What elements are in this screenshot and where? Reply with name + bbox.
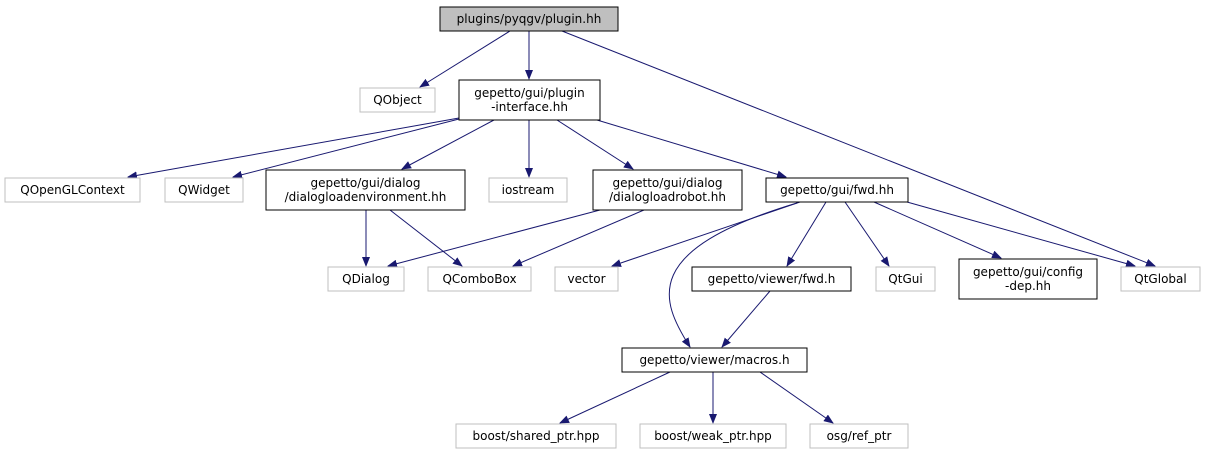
node-box	[265, 169, 466, 211]
node-box	[554, 266, 619, 292]
node-qcombobox: QComboBox	[427, 266, 532, 292]
node-label: /dialogloadrobot.hh	[609, 190, 726, 204]
node-label: QWidget	[178, 183, 230, 197]
node-box	[488, 177, 568, 203]
node-qopenglcontext: QOpenGLContext	[4, 177, 141, 203]
edge-viewer-macros-to-ref-ptr	[759, 371, 834, 424]
node-label: gepetto/viewer/fwd.h	[708, 272, 836, 286]
node-label: QOpenGLContext	[20, 183, 125, 197]
node-label: iostream	[502, 183, 555, 197]
node-box	[691, 266, 852, 292]
node-box	[639, 423, 787, 449]
node-label: gepetto/viewer/macros.h	[639, 353, 789, 367]
node-label: plugins/pyqgv/plugin.hh	[457, 12, 602, 26]
node-gui-fwd[interactable]: gepetto/gui/fwd.hh	[765, 177, 909, 203]
node-qtglobal: QtGlobal	[1120, 266, 1201, 292]
edge-viewer-macros-to-shared-ptr	[559, 371, 671, 424]
edge-gui-fwd-to-qtglobal	[906, 201, 1136, 268]
node-root: plugins/pyqgv/plugin.hh	[439, 6, 619, 32]
edge-dialogloadenvironment-to-qcombobox	[389, 209, 463, 267]
node-box	[958, 258, 1098, 300]
node-label: QComboBox	[442, 272, 516, 286]
node-box	[455, 423, 617, 449]
node-label: QtGui	[888, 272, 922, 286]
edge-dialogloadrobot-to-qcombobox	[512, 209, 645, 267]
node-weak-ptr: boost/weak_ptr.hpp	[639, 423, 787, 449]
node-viewer-fwd[interactable]: gepetto/viewer/fwd.h	[691, 266, 852, 292]
edge-viewer-fwd-to-viewer-macros	[721, 290, 771, 348]
node-shared-ptr: boost/shared_ptr.hpp	[455, 423, 617, 449]
edge-root-to-qobject	[419, 30, 511, 88]
node-label: gepetto/gui/config	[973, 265, 1083, 279]
node-qobject: QObject	[359, 87, 436, 113]
node-box	[765, 177, 909, 203]
node-label: gepetto/gui/fwd.hh	[780, 183, 894, 197]
node-dialogloadenvironment[interactable]: gepetto/gui/dialog/dialogloadenvironment…	[265, 169, 466, 211]
node-box	[875, 266, 936, 292]
node-iostream: iostream	[488, 177, 568, 203]
node-label: QtGlobal	[1134, 272, 1186, 286]
node-box	[621, 347, 808, 373]
node-box	[359, 87, 436, 113]
node-label: vector	[567, 272, 605, 286]
edge-gui-fwd-to-viewer-fwd	[786, 201, 827, 267]
node-box	[1120, 266, 1201, 292]
edge-root-to-qtglobal	[561, 30, 1156, 267]
node-qtgui: QtGui	[875, 266, 936, 292]
node-label: gepetto/gui/dialog	[613, 176, 723, 190]
node-vector: vector	[554, 266, 619, 292]
edge-gui-fwd-to-config-dep	[873, 201, 1002, 259]
node-qwidget: QWidget	[164, 177, 244, 203]
node-label: /dialogloadenvironment.hh	[285, 190, 447, 204]
node-label: boost/weak_ptr.hpp	[654, 429, 772, 443]
node-plugin-interface[interactable]: gepetto/gui/plugin-interface.hh	[458, 79, 601, 121]
edge-gui-fwd-to-viewer-macros	[668, 202, 798, 348]
node-label: gepetto/gui/dialog	[311, 176, 421, 190]
node-box	[809, 423, 909, 449]
node-config-dep[interactable]: gepetto/gui/config-dep.hh	[958, 258, 1098, 300]
node-label: QObject	[373, 93, 422, 107]
node-box	[458, 79, 601, 121]
node-label: -interface.hh	[491, 100, 568, 114]
node-qdialog: QDialog	[327, 266, 405, 292]
node-box	[4, 177, 141, 203]
node-label: osg/ref_ptr	[827, 429, 892, 443]
edge-dialogloadrobot-to-qdialog	[387, 209, 601, 268]
node-box	[327, 266, 405, 292]
node-dialogloadrobot[interactable]: gepetto/gui/dialog/dialogloadrobot.hh	[592, 169, 743, 211]
edge-plugin-interface-to-gui-fwd	[596, 119, 787, 179]
node-ref-ptr: osg/ref_ptr	[809, 423, 909, 449]
node-box	[592, 169, 743, 211]
node-label: boost/shared_ptr.hpp	[473, 429, 600, 443]
edges-layer	[127, 30, 1156, 424]
edge-plugin-interface-to-qwidget	[232, 118, 460, 179]
node-label: QDialog	[342, 272, 390, 286]
node-viewer-macros[interactable]: gepetto/viewer/macros.h	[621, 347, 808, 373]
edge-plugin-interface-to-dialogloadrobot	[556, 119, 634, 170]
node-box	[427, 266, 532, 292]
node-label: -dep.hh	[1005, 279, 1051, 293]
node-box	[439, 6, 619, 32]
node-label: gepetto/gui/plugin	[474, 86, 585, 100]
edge-gui-fwd-to-qtgui	[844, 201, 890, 267]
edge-plugin-interface-to-dialogloadenvironment	[401, 119, 495, 170]
edge-plugin-interface-to-qopenglcontext	[127, 117, 460, 180]
node-box	[164, 177, 244, 203]
